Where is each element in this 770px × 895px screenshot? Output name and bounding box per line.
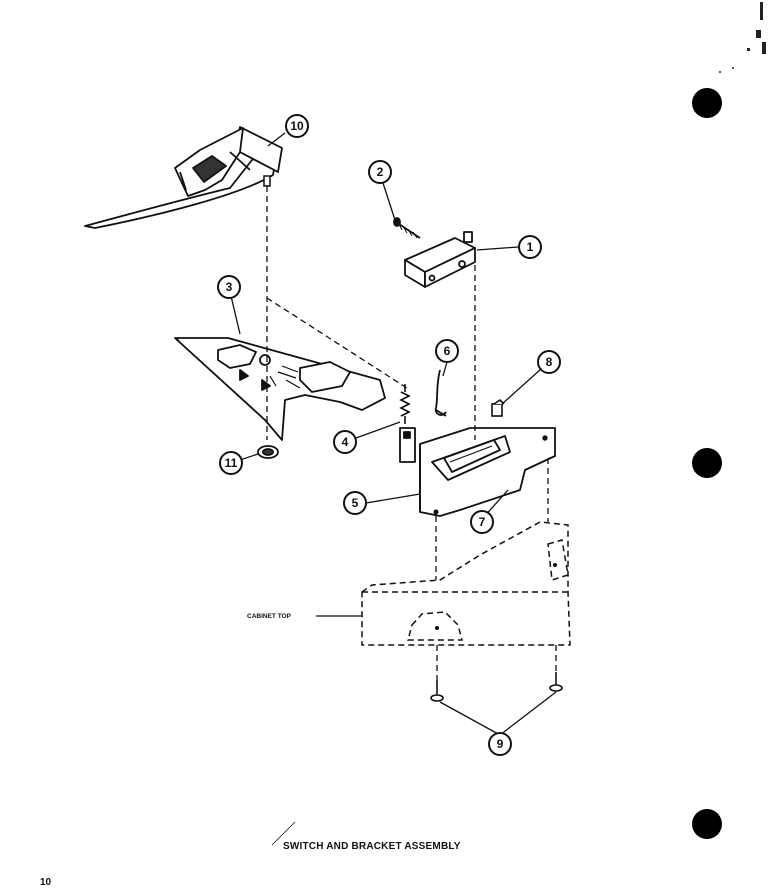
callout-11: 11 — [219, 451, 243, 475]
svg-text:5: 5 — [352, 496, 359, 510]
cabinet-top-label: CABINET TOP — [247, 613, 292, 620]
part-1-lid-switch — [404, 231, 476, 288]
part-6-wire-clip — [434, 369, 447, 417]
punch-holes — [692, 88, 722, 839]
svg-text:1: 1 — [527, 240, 534, 254]
punch-hole-middle — [692, 448, 722, 478]
callout-8: 8 — [537, 350, 561, 374]
svg-text:11: 11 — [225, 456, 238, 470]
part-2-screw — [393, 217, 421, 239]
svg-text:7: 7 — [479, 515, 486, 529]
part-9-screws — [430, 672, 563, 702]
callout-4: 4 — [333, 430, 357, 454]
callout-10: 10 — [285, 114, 309, 138]
part-4-spring — [399, 384, 411, 424]
svg-text:2: 2 — [377, 165, 384, 179]
punch-hole-top — [692, 88, 722, 118]
part-8-clip — [491, 398, 505, 417]
callout-1: 1 — [518, 235, 542, 259]
callout-5: 5 — [343, 491, 367, 515]
callout-3: 3 — [217, 275, 241, 299]
callout-6: 6 — [435, 339, 459, 363]
scan-marks — [719, 2, 766, 73]
part-3-mounting-bracket — [174, 337, 386, 441]
svg-text:4: 4 — [342, 435, 349, 449]
part-11-nut — [257, 445, 279, 459]
part-10-actuator-lever — [84, 126, 283, 229]
callout-7: 7 — [470, 510, 494, 534]
punch-hole-bottom — [692, 809, 722, 839]
assembly-guide-lines — [266, 186, 557, 680]
part-5-switch-bracket — [399, 427, 556, 517]
cabinet-top — [361, 521, 571, 646]
svg-text:6: 6 — [444, 344, 451, 358]
svg-text:3: 3 — [226, 280, 233, 294]
leader-lines — [230, 132, 557, 846]
svg-text:10: 10 — [290, 119, 304, 133]
callout-9: 9 — [488, 732, 512, 756]
page-number: 10 — [40, 877, 52, 888]
callout-2: 2 — [368, 160, 392, 184]
svg-text:8: 8 — [546, 355, 553, 369]
diagram-caption: SWITCH AND BRACKET ASSEMBLY — [283, 841, 461, 852]
svg-text:9: 9 — [497, 737, 504, 751]
